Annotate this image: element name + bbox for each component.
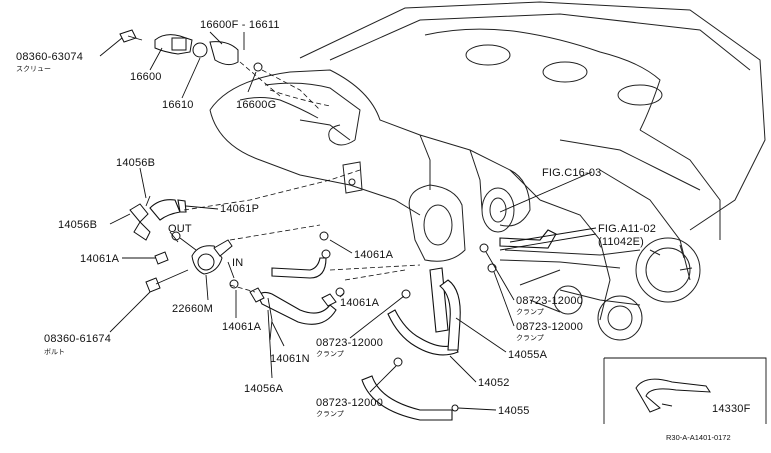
label-clamp-mid-no: 08723-12000 [316, 337, 383, 349]
label-screw-name: スクリュー [16, 65, 51, 73]
label-22660m: 22660M [172, 303, 213, 315]
label-bolt-name: ボルト [44, 348, 65, 356]
label-14055a: 14055A [508, 349, 548, 361]
part-labels: 08360-63074 スクリュー 16600F - 16611 16600 1… [16, 19, 751, 442]
label-fig-a11-sub: (11042E) [598, 236, 644, 248]
label-screw-part-no: 08360-63074 [16, 51, 83, 63]
label-bolt-part-no: 08360-61674 [44, 333, 111, 345]
idle-control-assembly [119, 29, 331, 111]
label-14061a-left: 14061A [80, 253, 120, 265]
label-16600f-16611: 16600F - 16611 [200, 19, 280, 31]
label-14061n: 14061N [270, 353, 310, 365]
leader-lines [99, 31, 597, 411]
label-16600: 16600 [130, 71, 162, 83]
label-clamp-mid-name: クランプ [316, 350, 344, 358]
label-14061a-low: 14061A [222, 321, 262, 333]
label-clamp-r2-name: クランプ [516, 334, 544, 342]
water-hoses [361, 229, 557, 421]
engine-block-outline [209, 1, 766, 341]
label-16600g: 16600G [236, 99, 276, 111]
label-in: IN [232, 257, 243, 269]
label-14061p: 14061P [220, 203, 259, 215]
label-14061a-center: 14061A [354, 249, 394, 261]
label-fig-a11-02: FIG.A11-02 [598, 223, 656, 235]
label-14055: 14055 [498, 405, 530, 417]
label-14330f: 14330F [712, 403, 751, 415]
label-clamp-low-name: クランプ [316, 410, 344, 418]
label-14056b-top: 14056B [116, 157, 155, 169]
label-clamp-r2-no: 08723-12000 [516, 321, 583, 333]
label-14056a: 14056A [244, 383, 284, 395]
label-clamp-r1-name: クランプ [516, 308, 544, 316]
inset-clip-box [603, 357, 767, 424]
label-clamp-r1-no: 08723-12000 [516, 295, 583, 307]
label-14056b-left: 14056B [58, 219, 97, 231]
label-drawing-code: R30-A-A1401-0172 [666, 433, 731, 442]
label-clamp-low-no: 08723-12000 [316, 397, 383, 409]
label-16610: 16610 [162, 99, 194, 111]
label-out: OUT [168, 223, 192, 235]
label-14052: 14052 [478, 377, 510, 389]
left-valve-hoses [129, 169, 421, 341]
label-fig-c16-03: FIG.C16-03 [542, 167, 601, 179]
label-14061a-mid: 14061A [340, 297, 380, 309]
